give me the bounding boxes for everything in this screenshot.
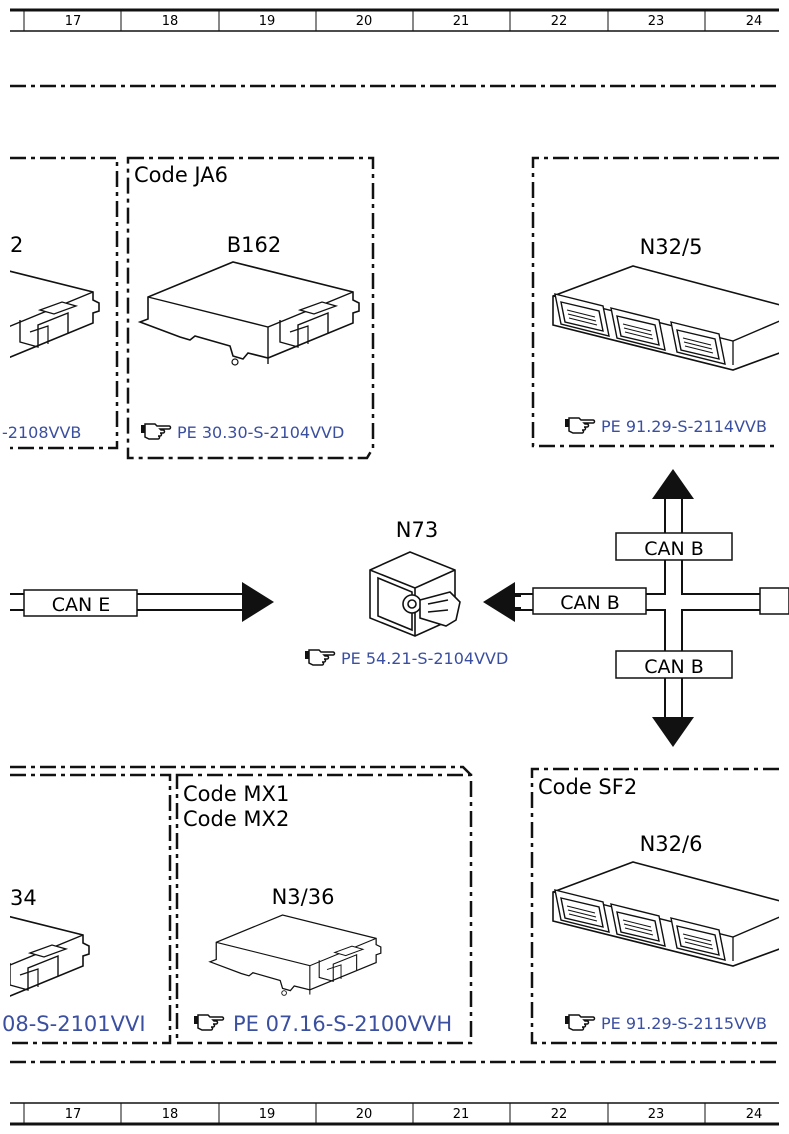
svg-text:CAN E: CAN E xyxy=(52,594,111,616)
component-label: N32/5 xyxy=(640,235,703,259)
pointing-hand-icon xyxy=(193,1014,225,1031)
pointing-hand-icon xyxy=(304,649,336,666)
grid-cell: 17 xyxy=(65,14,82,29)
grid-ruler-top: 17 18 19 20 21 22 23 24 xyxy=(10,8,779,32)
can-b-bottom-label: CAN B xyxy=(615,650,733,679)
module-illustration xyxy=(139,261,360,366)
module-illustration xyxy=(209,914,382,996)
grid-cell: 22 xyxy=(551,14,568,29)
svg-text:CAN B: CAN B xyxy=(644,656,704,678)
grid-cell: 20 xyxy=(356,1107,373,1122)
grid-cell: 21 xyxy=(453,14,470,29)
grid-cell: 19 xyxy=(259,14,276,29)
grid-cell: 23 xyxy=(648,14,665,29)
component-label: N73 xyxy=(396,518,438,542)
can-e-label: CAN E xyxy=(23,589,138,617)
code-ja6-box: Code JA6 B162 PE 30.30-S-2104VVD xyxy=(126,156,375,460)
grid-cell: 21 xyxy=(453,1107,470,1122)
component-label: 2 xyxy=(10,233,23,257)
reference-link[interactable]: PE 91.29-S-2115VVB xyxy=(601,1014,767,1033)
module-illustration xyxy=(0,904,90,1009)
module-illustration xyxy=(0,261,100,366)
component-label: N32/6 xyxy=(640,832,703,856)
grid-cell: 18 xyxy=(162,14,179,29)
reference-link[interactable]: PE 91.29-S-2114VVB xyxy=(601,417,767,436)
n32-5-box: N32/5 PE 91.29-S-2114VVB xyxy=(531,150,789,460)
svg-text:CAN B: CAN B xyxy=(644,538,704,560)
code-sf2-box: Code SF2 N32/6 PE 91.29-S-2115VVB xyxy=(530,760,789,1060)
arrow-right xyxy=(242,582,274,622)
component-label: B162 xyxy=(227,233,282,257)
grid-cell: 23 xyxy=(648,1107,665,1122)
can-b-right-label-partial xyxy=(759,587,789,615)
arrow-up xyxy=(652,469,694,499)
component-label: 34 xyxy=(10,886,37,910)
reference-link[interactable]: PE 30.30-S-2104VVD xyxy=(177,423,344,442)
code-label: Code MX2 xyxy=(183,807,289,831)
arrow-down xyxy=(652,717,694,747)
code-label: Code JA6 xyxy=(134,163,228,187)
pointing-hand-icon xyxy=(564,1014,596,1031)
component-label: N3/36 xyxy=(272,885,335,909)
pointing-hand-icon xyxy=(564,417,596,434)
grid-cell: 22 xyxy=(551,1107,568,1122)
reference-link[interactable]: PE 54.21-S-2104VVD xyxy=(341,649,508,668)
ecu-illustration xyxy=(552,265,789,371)
reference-link[interactable]: 08-S-2101VVI xyxy=(2,1012,146,1036)
grid-cell: 19 xyxy=(259,1107,276,1122)
can-b-left-label: CAN B xyxy=(532,587,647,615)
grid-cell: 17 xyxy=(65,1107,82,1122)
code-label: Code MX1 xyxy=(183,782,289,806)
code-label: Code SF2 xyxy=(538,775,637,799)
n73-component: N73 PE 54.21-S-2104VVD xyxy=(304,518,508,668)
grid-cell: 24 xyxy=(746,1107,763,1122)
reference-link[interactable]: -2108VVB xyxy=(2,423,81,442)
ecu-illustration xyxy=(552,861,789,967)
grid-ruler-bottom: 17 18 19 20 21 22 23 24 xyxy=(10,1102,779,1126)
svg-text:CAN B: CAN B xyxy=(560,592,620,614)
grid-cell: 24 xyxy=(746,14,763,29)
pointing-hand-icon xyxy=(140,423,172,440)
grid-cell: 18 xyxy=(162,1107,179,1122)
arrow-left xyxy=(483,582,515,622)
code-mx-box: Code MX1 Code MX2 N3/36 PE 07.16-S-2100V… xyxy=(175,773,473,1045)
left-bottom-box: 34 08-S-2101VVI xyxy=(0,765,472,1045)
can-b-top-label: CAN B xyxy=(615,532,733,561)
grid-cell: 20 xyxy=(356,14,373,29)
left-top-box: 2 -2108VVB xyxy=(0,156,119,450)
reference-link[interactable]: PE 07.16-S-2100VVH xyxy=(233,1012,452,1036)
ignition-switch-illustration xyxy=(369,551,461,637)
